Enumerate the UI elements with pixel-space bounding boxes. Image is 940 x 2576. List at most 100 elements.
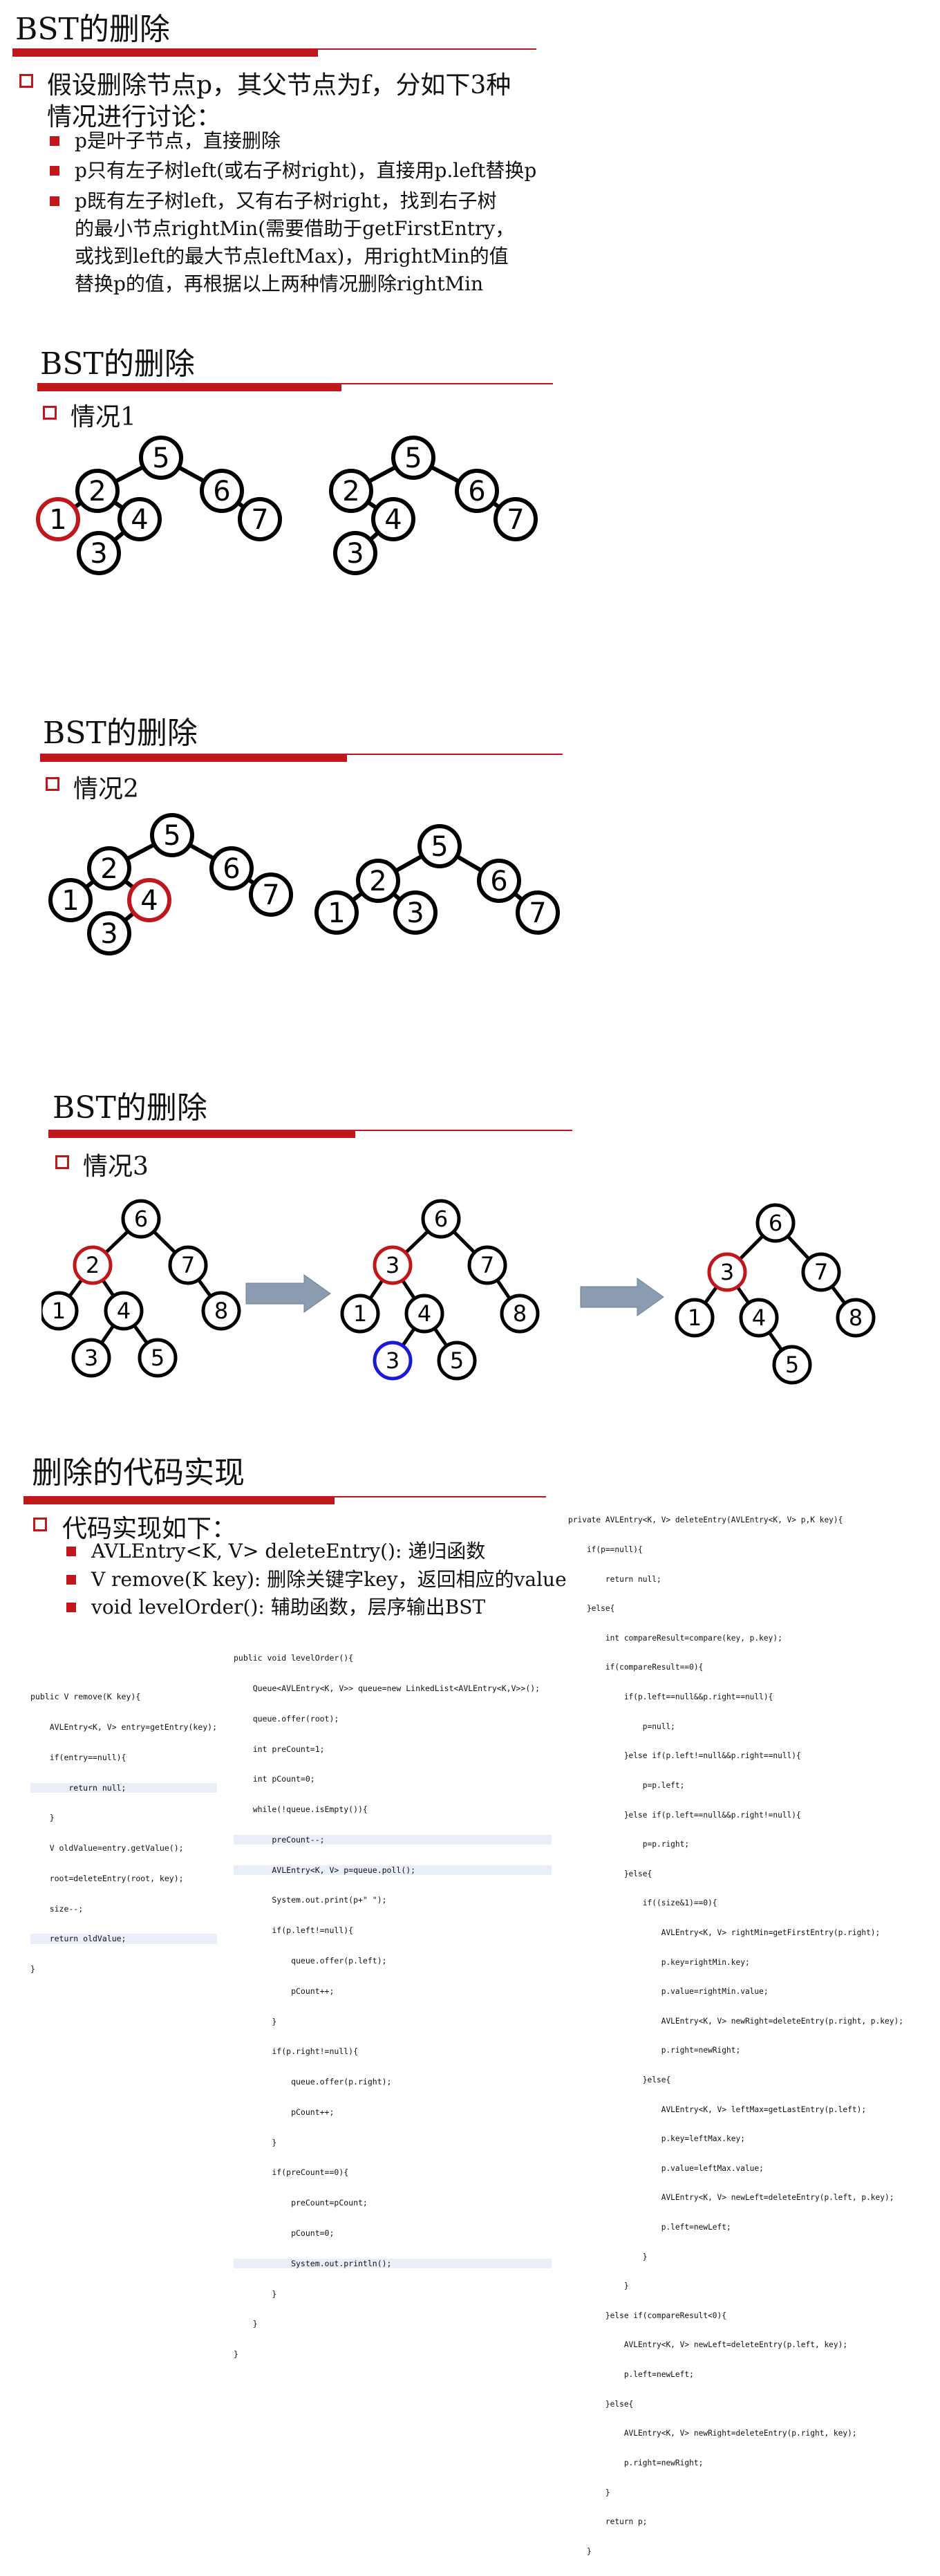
tree-node (755, 1203, 796, 1243)
slide-title: 删除的代码实现 (32, 1455, 245, 1491)
tree-node (801, 1252, 841, 1292)
code-line: p.key=rightMin.key; (568, 1957, 750, 1967)
svg-text:7: 7 (262, 879, 279, 911)
svg-text:4: 4 (117, 1298, 131, 1324)
svg-text:1: 1 (353, 1300, 367, 1327)
svg-text:6: 6 (769, 1210, 782, 1236)
slide-case-1: BST的删除 情况1 5 2 (28, 339, 553, 678)
code-line: } (234, 2288, 277, 2299)
title-bar (12, 48, 318, 57)
title-bar (37, 383, 341, 391)
svg-text:5: 5 (151, 1345, 164, 1371)
tree-node (48, 878, 93, 922)
svg-text:4: 4 (417, 1300, 431, 1327)
bullet-marker (66, 1547, 76, 1556)
tree-node (329, 469, 373, 513)
code-line: int preCount=1; (234, 1744, 325, 1754)
code-line: private AVLEntry<K, V> deleteEntry(AVLEn… (568, 1515, 843, 1525)
tree-node (87, 846, 131, 890)
case-two-children-2: 的最小节点rightMin(需要借助于getFirstEntry， (75, 217, 515, 240)
svg-text:3: 3 (84, 1345, 98, 1371)
code-line: pCount=0; (234, 2228, 335, 2239)
tree-node (71, 1338, 111, 1378)
code-line: size--; (30, 1903, 84, 1914)
tree-node (121, 1199, 161, 1239)
code-line: } (30, 1813, 55, 1823)
svg-text:1: 1 (688, 1305, 702, 1331)
case-two-children-1: p既有左子树left，又有右子树right，找到右子树 (75, 189, 497, 212)
svg-text:6: 6 (490, 866, 507, 897)
bullet-square (55, 1155, 69, 1169)
code-line: AVLEntry<K, V> entry=getEntry(key); (30, 1721, 218, 1732)
code-line: p.left=newLeft; (568, 2370, 694, 2380)
code-line: } (234, 2319, 258, 2329)
code-line: AVLEntry<K, V> leftMax=getLastEntry(p.le… (568, 2104, 867, 2114)
tree-node (404, 1294, 444, 1334)
tree-node (772, 1345, 812, 1385)
code-line: p.value=rightMin.value; (568, 1987, 769, 1997)
tree-node (200, 469, 244, 513)
code-line: p.right=newRight; (568, 2046, 741, 2055)
code-line: } (234, 2016, 277, 2026)
code-line: p.right=newRight; (568, 2458, 704, 2467)
tree-node (437, 1341, 477, 1381)
svg-text:5: 5 (163, 820, 180, 852)
case-label: 情况1 (70, 403, 136, 431)
svg-text:3: 3 (346, 538, 364, 570)
svg-text:3: 3 (386, 1252, 400, 1278)
tree-node (421, 1199, 461, 1239)
intro-line-1: 假设删除节点p，其父节点为f，分如下3种 (47, 71, 511, 100)
tree-node (500, 1294, 540, 1334)
tree-node-replaced (707, 1252, 747, 1292)
case-two-children-4: 替换p的值，再根据以上两种情况删除rightMin (75, 272, 484, 295)
tree-node (836, 1298, 876, 1338)
code-line: } (568, 2488, 610, 2497)
code-line: } (234, 2137, 277, 2147)
code-line: queue.offer(p.right); (234, 2077, 392, 2087)
tree-node-rightmin (373, 1341, 413, 1381)
svg-text:7: 7 (480, 1252, 494, 1278)
tree-node (168, 1245, 208, 1285)
tree-node (455, 469, 499, 513)
code-line: AVLEntry<K, V> newLeft=deleteEntry(p.lef… (568, 2193, 894, 2203)
intro-line-2: 情况进行讨论： (47, 103, 222, 131)
svg-text:6: 6 (223, 853, 240, 885)
code-line: queue.offer(p.left); (234, 1956, 387, 1966)
tree-node (104, 1291, 144, 1331)
slide-title: BST的删除 (15, 12, 170, 47)
tree-node (739, 1298, 779, 1338)
svg-text:6: 6 (468, 476, 485, 507)
func-level-order: void levelOrder(): 辅助函数，层序输出BST (91, 1596, 486, 1618)
code-line: V oldValue=entry.getValue(); (30, 1843, 184, 1854)
tree-node (371, 497, 415, 541)
svg-text:4: 4 (140, 885, 158, 917)
bullet-square (19, 74, 33, 88)
svg-text:1: 1 (62, 885, 79, 917)
code-line: p=null; (568, 1721, 675, 1731)
svg-text:1: 1 (49, 504, 66, 536)
code-line: root=deleteEntry(root, key); (30, 1873, 184, 1883)
case3-trees: 6 2 7 1 4 8 3 5 6 3 7 1 4 8 3 5 6 3 7 1 … (41, 1199, 876, 1385)
code-line: } (30, 1964, 35, 1975)
bullet-marker (50, 136, 59, 146)
code-line: p.key=leftMax.key; (568, 2134, 745, 2144)
svg-text:6: 6 (434, 1206, 448, 1232)
code-line: pCount++; (234, 2107, 335, 2117)
svg-text:3: 3 (100, 918, 118, 950)
right-arrow (245, 1274, 664, 1316)
code-line: int compareResult=compare(key, p.key); (568, 1633, 782, 1643)
code-line: }else{ (568, 2075, 671, 2084)
tree-node-deleted (127, 878, 171, 922)
code-line: } (568, 2281, 629, 2291)
tree-node (41, 1291, 79, 1331)
slide-case-3: BST的删除 情况3 (41, 1083, 929, 1428)
code-line: }else if(compareResult<0){ (568, 2311, 727, 2320)
svg-text:2: 2 (342, 476, 359, 507)
slide-code: 删除的代码实现 代码实现如下： AVLEntry<K, V> deleteEnt… (0, 1438, 940, 2556)
code-line: if(p.left==null&&p.right==null){ (568, 1692, 773, 1702)
tree-node-deleted (36, 497, 80, 541)
tree-node-deleted (73, 1245, 113, 1285)
code-line: }else if(p.left==null&&p.right!=null){ (568, 1810, 801, 1820)
code-line: }else{ (568, 2399, 634, 2409)
code-line: return null; (568, 1574, 661, 1584)
